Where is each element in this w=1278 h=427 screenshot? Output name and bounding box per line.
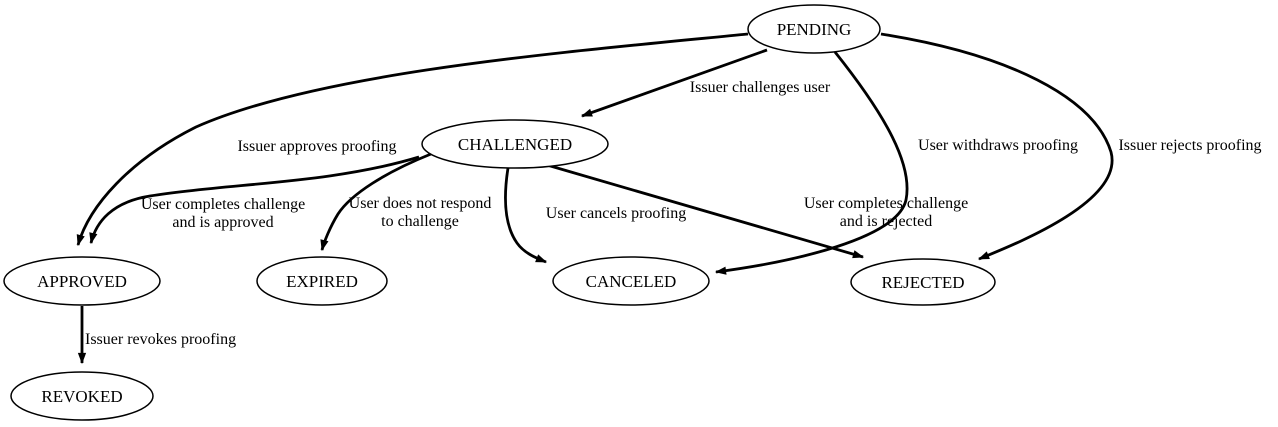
node-pending-label: PENDING (777, 20, 852, 39)
node-rejected-ellipse (850, 258, 996, 306)
edge-challenged-rejected (546, 163, 865, 259)
node-pending: PENDING (747, 4, 881, 54)
edge-label-user-completes-challenge-approved-line1: User completes challenge (141, 196, 305, 213)
edge-label-user-cancels-proofing: User cancels proofing (546, 205, 686, 222)
node-expired: EXPIRED (256, 256, 388, 306)
edge-label-issuer-rejects-proofing: Issuer rejects proofing (1118, 137, 1261, 154)
node-challenged-ellipse (421, 119, 609, 169)
node-approved: APPROVED (3, 256, 161, 306)
edge-label-user-completes-challenge-approved-line2: and is approved (172, 214, 273, 231)
edge-pending-canceled (714, 51, 909, 275)
node-revoked: REVOKED (10, 371, 154, 421)
edge-pending-approved (76, 32, 749, 247)
edge-label-user-does-not-respond-line1: User does not respond (349, 195, 492, 212)
node-pending-ellipse (747, 4, 881, 54)
edge-label-user-completes-challenge-rejected-line1: User completes challenge (804, 195, 968, 212)
edge-label-issuer-approves-proofing: Issuer approves proofing (237, 138, 396, 155)
edge-challenged-approved (89, 155, 420, 245)
edge-label-issuer-challenges-user: Issuer challenges user (690, 79, 831, 96)
node-challenged-label: CHALLENGED (458, 135, 572, 154)
node-expired-ellipse (256, 256, 388, 306)
node-approved-ellipse (3, 256, 161, 306)
edge-pending-challenged (580, 48, 768, 118)
node-expired-label: EXPIRED (286, 272, 358, 291)
node-revoked-label: REVOKED (41, 387, 122, 406)
node-rejected-label: REJECTED (881, 273, 964, 292)
edge-challenged-expired (320, 152, 432, 252)
node-challenged: CHALLENGED (421, 119, 609, 169)
edge-label-user-does-not-respond-line2: to challenge (381, 213, 459, 230)
edge-label-issuer-revokes-proofing: Issuer revokes proofing (85, 331, 236, 348)
node-revoked-ellipse (10, 371, 154, 421)
edge-label-user-completes-challenge-rejected-line2: and is rejected (840, 213, 932, 230)
node-canceled-ellipse (552, 256, 710, 306)
node-rejected: REJECTED (850, 258, 996, 306)
node-canceled: CANCELED (552, 256, 710, 306)
node-approved-label: APPROVED (37, 272, 127, 291)
edge-label-user-withdraws-proofing: User withdraws proofing (918, 137, 1078, 154)
edge-challenged-canceled (504, 167, 548, 264)
node-canceled-label: CANCELED (586, 272, 677, 291)
edge-pending-rejected (880, 32, 1114, 261)
